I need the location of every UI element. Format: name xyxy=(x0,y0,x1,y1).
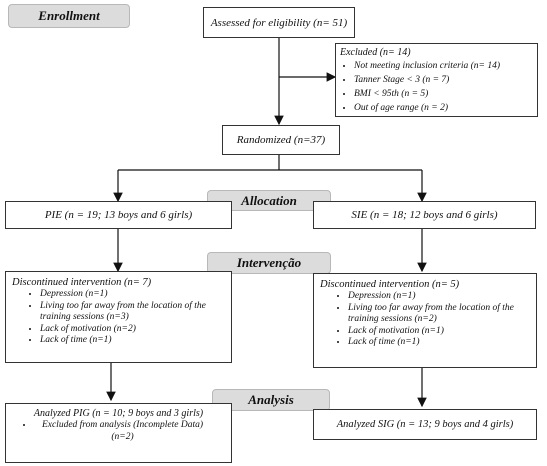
pie-discontinued-box: Discontinued intervention (n= 7) Depress… xyxy=(5,271,232,363)
list-item: Lack of motivation (n=1) xyxy=(348,326,530,338)
sie-analysis-text: Analyzed SIG (n = 13; 9 boys and 4 girls… xyxy=(336,419,514,430)
sie-analysis-box: Analyzed SIG (n = 13; 9 boys and 4 girls… xyxy=(313,409,537,440)
sie-discontinued-list: Depression (n=1) Living too far away fro… xyxy=(320,291,530,349)
sie-group-text: SIE (n = 18; 12 boys and 6 girls) xyxy=(351,209,498,221)
list-item: Depression (n=1) xyxy=(40,289,225,301)
randomized-box: Randomized (n=37) xyxy=(222,125,340,155)
list-item: Lack of time (n=1) xyxy=(40,335,225,347)
pie-analysis-list: Excluded from analysis (Incomplete Data)… xyxy=(12,420,225,443)
excluded-title: Excluded (n= 14) xyxy=(340,47,411,58)
stage-enrollment: Enrollment xyxy=(8,4,130,28)
list-item: Lack of time (n=1) xyxy=(348,337,530,349)
pie-group-text: PIE (n = 19; 13 boys and 6 girls) xyxy=(44,209,193,221)
randomized-text: Randomized (n=37) xyxy=(236,134,326,146)
stage-intervention: Intervenção xyxy=(207,252,331,274)
assessed-text: Assessed for eligibility (n= 51) xyxy=(210,16,348,29)
pie-group-box: PIE (n = 19; 13 boys and 6 girls) xyxy=(5,201,232,229)
pie-discontinued-list: Depression (n=1) Living too far away fro… xyxy=(12,289,225,347)
excluded-box: Excluded (n= 14) Not meeting inclusion c… xyxy=(335,43,538,117)
assessed-box: Assessed for eligibility (n= 51) xyxy=(203,7,355,38)
pie-analysis-title: Analyzed PIG (n = 10; 9 boys and 3 girls… xyxy=(33,408,204,419)
list-item: BMI < 95th (n = 5) xyxy=(354,87,537,101)
pie-discontinued-title: Discontinued intervention (n= 7) xyxy=(12,277,152,288)
list-item: Depression (n=1) xyxy=(348,291,530,303)
list-item: Not meeting inclusion criteria (n= 14) xyxy=(354,59,537,73)
sie-group-box: SIE (n = 18; 12 boys and 6 girls) xyxy=(313,201,536,229)
stage-analysis: Analysis xyxy=(212,389,330,411)
list-item: Excluded from analysis (Incomplete Data)… xyxy=(34,420,211,443)
list-item: Tanner Stage < 3 (n = 7) xyxy=(354,73,537,87)
list-item: Lack of motivation (n=2) xyxy=(40,324,225,336)
list-item: Living too far away from the location of… xyxy=(348,303,530,326)
pie-analysis-box: Analyzed PIG (n = 10; 9 boys and 3 girls… xyxy=(5,403,232,463)
excluded-list: Not meeting inclusion criteria (n= 14) T… xyxy=(336,59,537,115)
sie-discontinued-title: Discontinued intervention (n= 5) xyxy=(320,279,460,290)
sie-discontinued-box: Discontinued intervention (n= 5) Depress… xyxy=(313,273,537,368)
list-item: Living too far away from the location of… xyxy=(40,301,225,324)
stage-allocation: Allocation xyxy=(207,190,331,211)
list-item: Out of age range (n = 2) xyxy=(354,101,537,115)
